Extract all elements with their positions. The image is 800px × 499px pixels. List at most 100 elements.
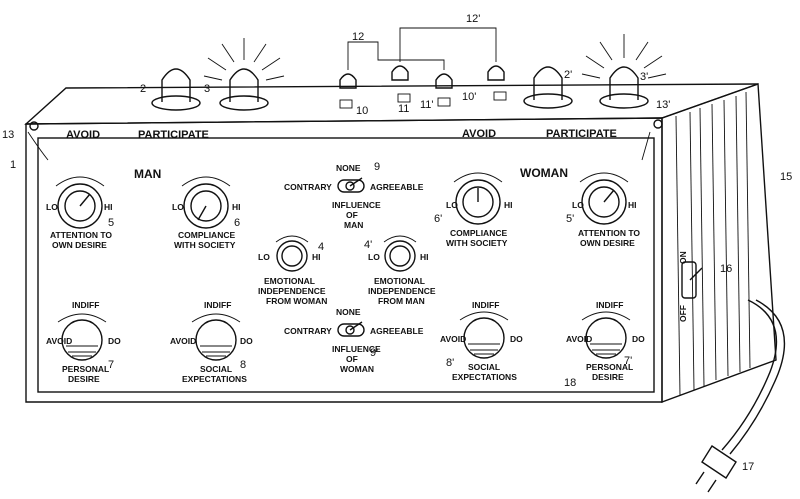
ref-6: 6 [234,217,240,229]
knob-caption: EMOTIONAL [374,276,425,286]
ref-12-prime: 12' [466,13,480,25]
knob-caption: COMPLIANCE [450,228,507,238]
knob-caption: FROM MAN [378,296,425,306]
ref-16: 16 [720,263,732,275]
knob-compliance-man[interactable]: LO HI COMPLIANCE WITH SOCIETY [172,176,241,250]
header-participate-right: PARTICIPATE [546,128,617,140]
ref-3: 3 [204,83,210,95]
knob-personal-woman[interactable]: INDIFF AVOID DO PERSONAL DESIRE [566,300,645,382]
side-shading [675,91,751,397]
knob-do-label: DO [240,336,253,346]
knob-caption: ATTENTION TO [578,228,640,238]
knob-caption: ATTENTION TO [50,230,112,240]
knob-caption: WITH SOCIETY [446,238,508,248]
knob-lo-label: LO [368,252,380,262]
ref-13: 13 [2,129,14,141]
lamp-2-prime [523,66,573,109]
switch-caption: MAN [344,220,363,230]
knob-caption: EXPECTATIONS [182,374,247,384]
ref-9-prime: 9' [370,347,378,359]
switch-none-label: NONE [336,307,361,317]
knob-attention-man[interactable]: LO HI ATTENTION TO OWN DESIRE [46,176,113,250]
ref-6-prime: 6' [434,213,442,225]
knob-compliance-woman[interactable]: LO HI COMPLIANCE WITH SOCIETY [446,172,513,248]
ref-2: 2 [140,83,146,95]
ref-18: 18 [564,377,576,389]
switch-caption: INFLUENCE [332,344,381,354]
ref-8-prime: 8' [446,357,454,369]
ref-9: 9 [374,161,380,173]
knob-caption: COMPLIANCE [178,230,235,240]
ref-11: 11 [398,103,409,115]
lamp-2 [151,68,201,111]
knob-do-label: DO [632,334,645,344]
knob-attention-woman[interactable]: LO HI ATTENTION TO OWN DESIRE [572,172,640,248]
ref-4: 4 [318,241,324,253]
knob-caption: OWN DESIRE [52,240,107,250]
knob-indiff-label: INDIFF [596,300,623,310]
switch-agreeable-label: AGREEABLE [370,182,424,192]
knob-hi-label: HI [312,252,321,262]
switch-influence-man[interactable]: NONE CONTRARY AGREEABLE INFLUENCE OF MAN [284,163,424,230]
ref-8: 8 [240,359,246,371]
knob-indiff-label: INDIFF [72,300,99,310]
knob-social-man[interactable]: INDIFF AVOID DO SOCIAL EXPECTATIONS [170,300,253,384]
knob-caption: SOCIAL [468,362,500,372]
knob-emotional-from-man[interactable]: LO HI EMOTIONAL INDEPENDENCE FROM MAN [368,235,436,306]
knob-hi-label: HI [504,200,513,210]
knob-lo-label: LO [446,200,458,210]
indicator-bulbs [339,27,507,109]
knob-social-woman[interactable]: INDIFF AVOID DO SOCIAL EXPECTATIONS [440,300,523,382]
switch-caption: OF [346,354,358,364]
knob-caption: WITH SOCIETY [174,240,236,250]
knob-caption: DESIRE [592,372,624,382]
section-man: MAN [134,167,161,181]
knob-caption: OWN DESIRE [580,238,635,248]
power-off-label: OFF [678,305,688,322]
knob-indiff-label: INDIFF [472,300,499,310]
ref-17: 17 [742,461,754,473]
knob-indiff-label: INDIFF [204,300,231,310]
knob-caption: INDEPENDENCE [258,286,326,296]
ref-5: 5 [108,217,114,229]
knob-caption: PERSONAL [62,364,109,374]
knob-lo-label: LO [172,202,184,212]
knob-caption: SOCIAL [200,364,232,374]
power-on-label: ON [678,251,688,264]
knob-lo-label: LO [46,202,58,212]
switch-agreeable-label: AGREEABLE [370,326,424,336]
knob-hi-label: HI [420,252,429,262]
plug [701,445,737,479]
lamp-3-prime-lit [581,34,667,109]
ref-1: 1 [10,159,16,171]
switch-caption: WOMAN [340,364,374,374]
box-body [24,83,777,404]
front-panel [37,137,655,393]
ref-2-prime: 2' [564,69,572,81]
knob-lo-label: LO [572,200,584,210]
lamp-3-lit [203,38,285,111]
knob-hi-label: HI [232,202,241,212]
ref-4-prime: 4' [364,239,372,251]
header-avoid-left: AVOID [66,129,100,141]
knob-avoid-label: AVOID [46,336,72,346]
reference-numerals: 1 2 3 2' 3' 12 12' 10 11 11' 10' 13 13' … [2,13,792,473]
switch-contrary-label: CONTRARY [284,326,332,336]
ref-7: 7 [108,359,114,371]
knob-personal-man[interactable]: INDIFF AVOID DO PERSONAL DESIRE [46,300,121,384]
knob-emotional-from-woman[interactable]: LO HI EMOTIONAL INDEPENDENCE FROM WOMAN [258,235,327,306]
power-switch[interactable]: ON OFF [678,251,703,322]
ref-3-prime: 3' [640,71,648,83]
knob-caption: EXPECTATIONS [452,372,517,382]
switch-contrary-label: CONTRARY [284,182,332,192]
hinge-13-prime [641,119,663,161]
switch-caption: OF [346,210,358,220]
header-avoid-right: AVOID [462,128,496,140]
knob-hi-label: HI [628,200,637,210]
section-woman: WOMAN [520,166,568,180]
switch-influence-woman[interactable]: NONE CONTRARY AGREEABLE INFLUENCE OF WOM… [284,307,424,374]
knob-do-label: DO [510,334,523,344]
switch-caption: INFLUENCE [332,200,381,210]
ref-5-prime: 5' [566,213,574,225]
